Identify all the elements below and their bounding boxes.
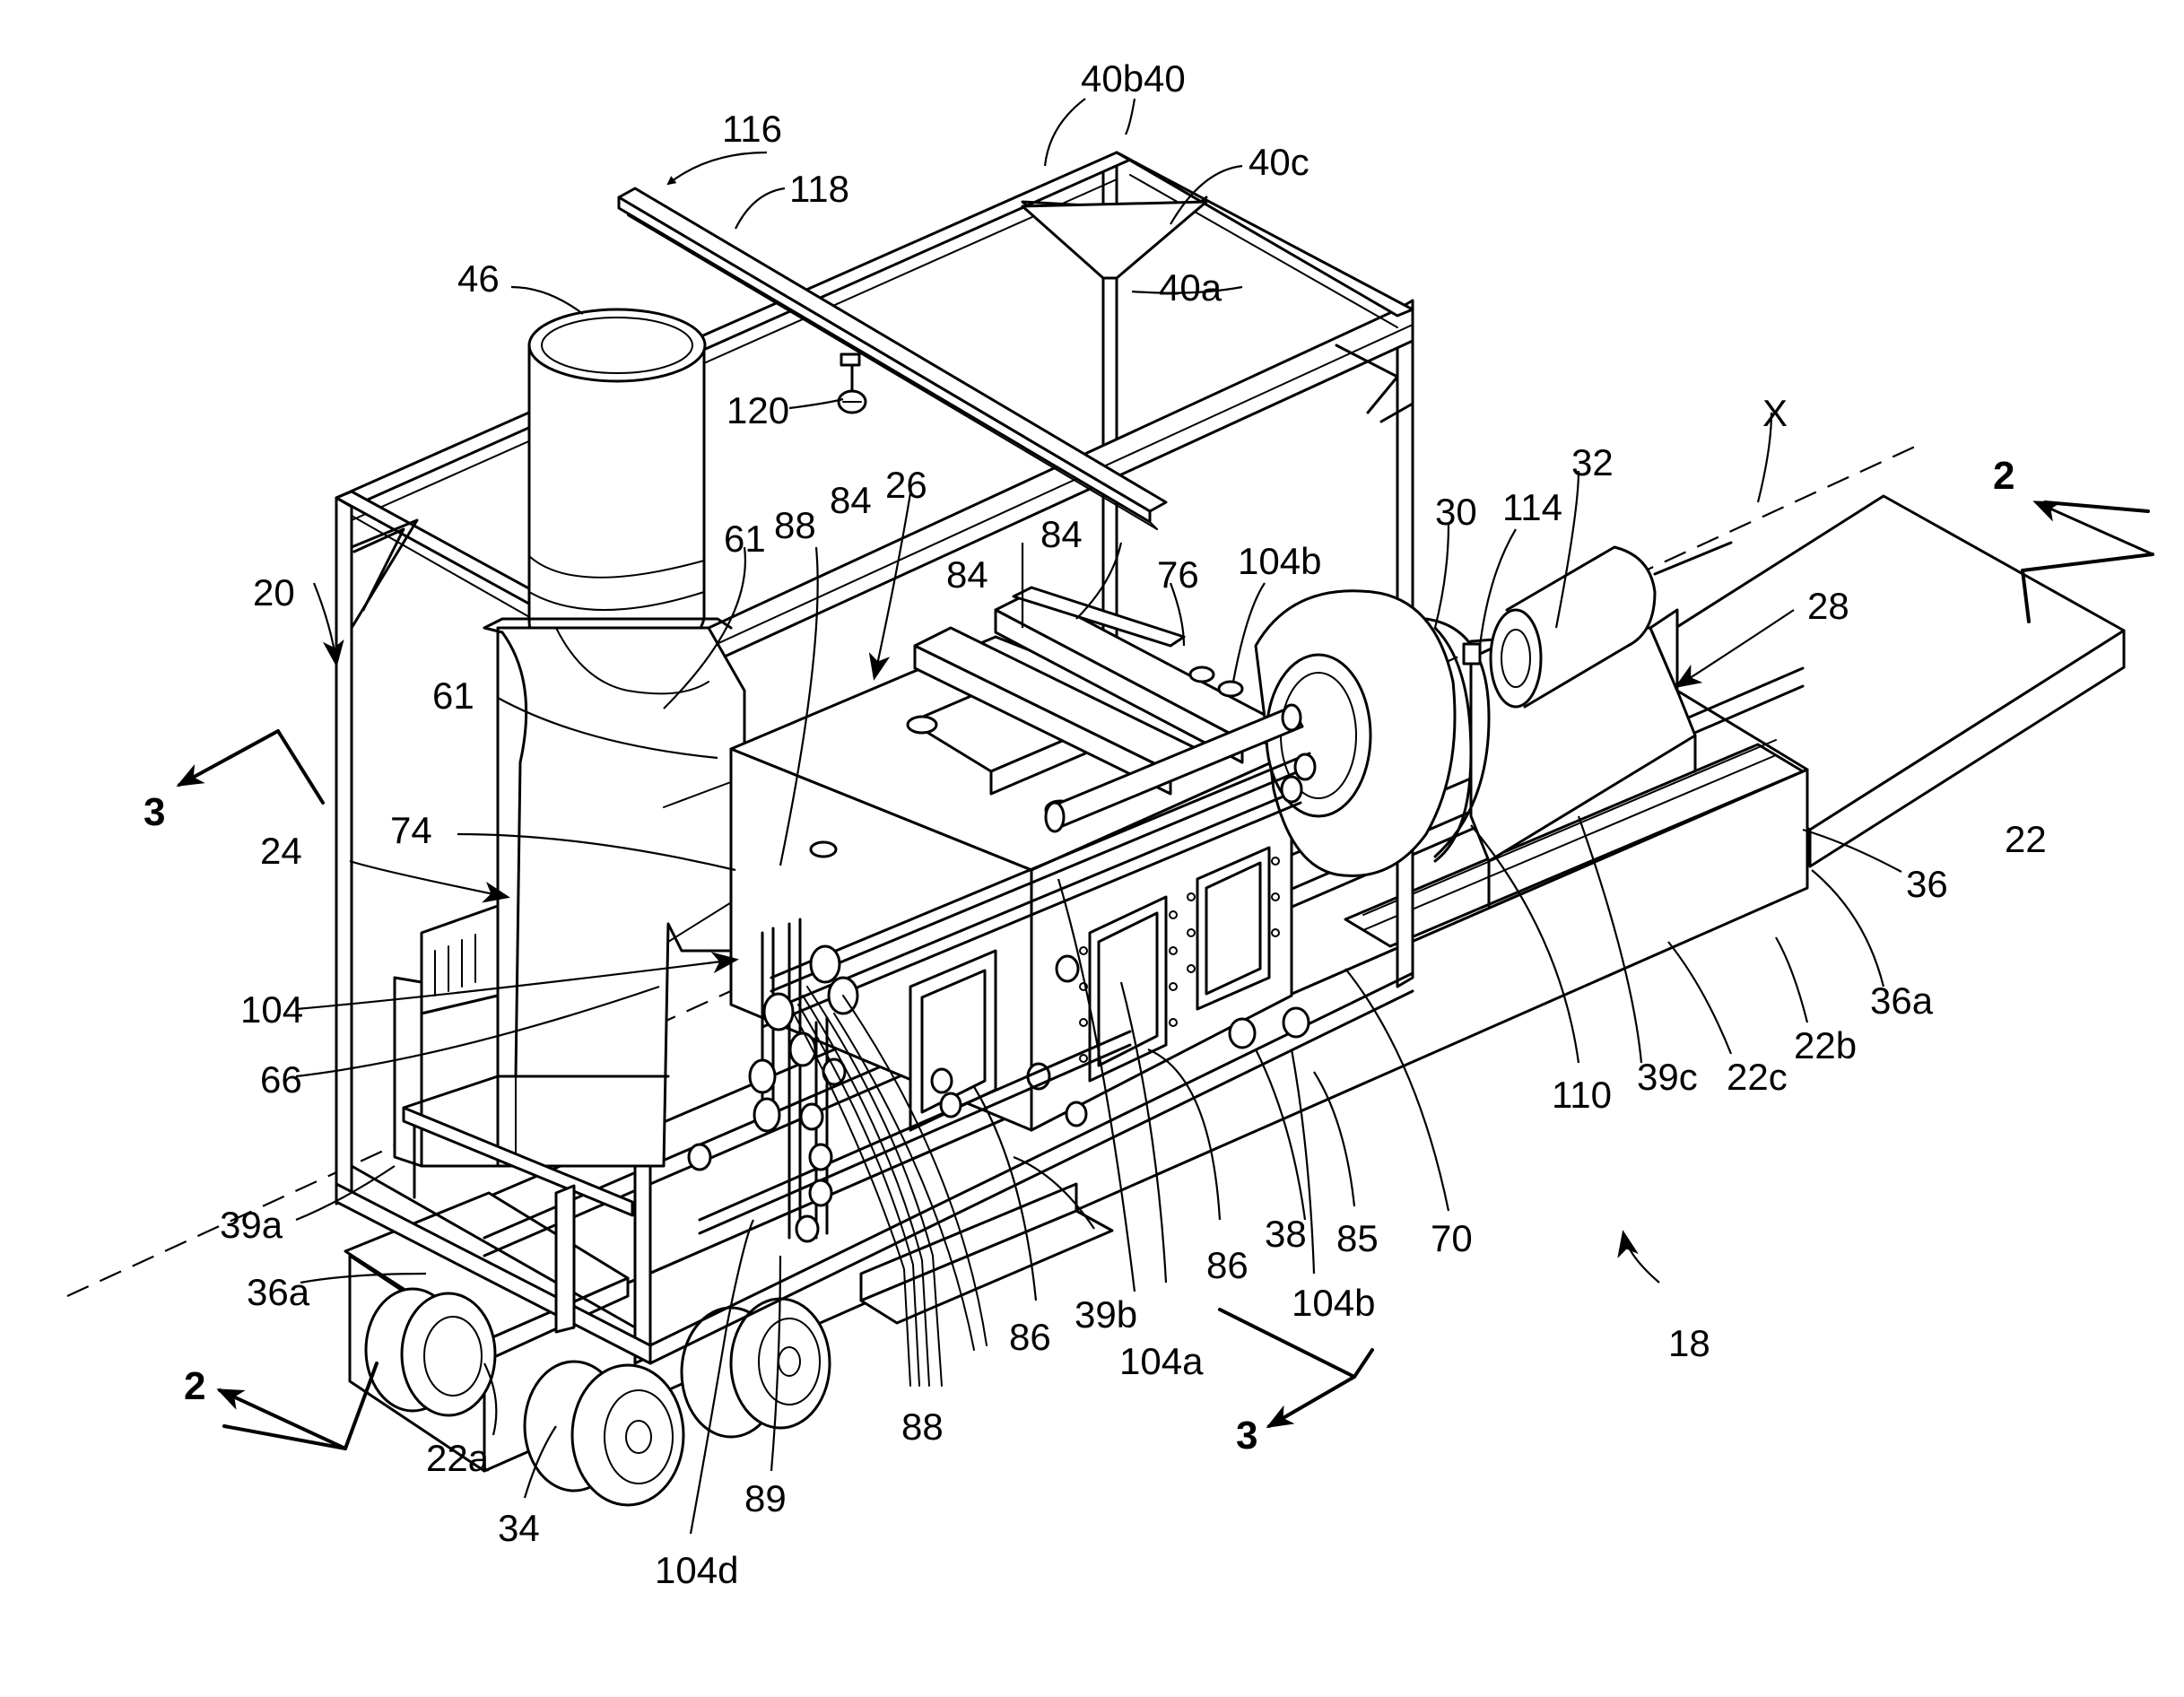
label-2-right: 2 (1993, 454, 2014, 498)
label-26: 26 (885, 464, 927, 506)
label-88-top: 88 (774, 504, 816, 546)
label-22c: 22c (1727, 1056, 1788, 1098)
label-116: 116 (722, 108, 782, 150)
label-104: 104 (240, 988, 303, 1031)
label-2-left: 2 (184, 1364, 205, 1408)
trolley (839, 354, 866, 413)
label-18: 18 (1668, 1322, 1710, 1364)
label-36a-left: 36a (247, 1271, 310, 1313)
label-118: 118 (789, 168, 849, 210)
wheel-front-left (366, 1289, 495, 1415)
label-76: 76 (1157, 553, 1199, 596)
combustor-housing (484, 619, 744, 1166)
label-61-a: 61 (724, 518, 766, 560)
label-36a-right: 36a (1870, 979, 1934, 1022)
label-74: 74 (390, 809, 432, 851)
label-86-a: 86 (1206, 1244, 1249, 1286)
label-84-b: 84 (1040, 513, 1083, 555)
label-39c: 39c (1637, 1056, 1698, 1098)
label-20: 20 (253, 571, 295, 614)
label-104d: 104d (655, 1549, 738, 1591)
label-46: 46 (457, 257, 500, 300)
label-34: 34 (498, 1507, 540, 1549)
label-32: 32 (1571, 441, 1614, 483)
label-120: 120 (727, 389, 789, 431)
wheel-front-right (525, 1362, 683, 1505)
label-22-right: 22 (2005, 818, 2047, 860)
label-38: 38 (1265, 1213, 1307, 1255)
label-30: 30 (1435, 491, 1477, 533)
label-61-b: 61 (432, 674, 474, 717)
label-40c: 40c (1249, 141, 1310, 183)
label-66: 66 (260, 1058, 302, 1101)
label-39b: 39b (1075, 1293, 1137, 1336)
label-88-bottom: 88 (901, 1405, 944, 1448)
label-104b-bottom: 104b (1292, 1282, 1375, 1324)
label-22a: 22a (426, 1437, 490, 1479)
label-X: X (1762, 392, 1788, 434)
exhaust-stack (529, 309, 705, 664)
label-3-left: 3 (144, 790, 165, 834)
label-39a: 39a (220, 1204, 283, 1246)
label-3-bottom: 3 (1236, 1414, 1257, 1458)
label-40: 40 (1144, 57, 1186, 100)
label-84-a: 84 (830, 479, 872, 521)
label-28: 28 (1807, 585, 1849, 627)
label-104b-top: 104b (1238, 540, 1321, 582)
label-40b: 40b (1081, 57, 1144, 100)
label-36: 36 (1906, 863, 1948, 905)
label-84-c: 84 (946, 553, 988, 596)
label-70: 70 (1431, 1217, 1473, 1259)
label-40a: 40a (1159, 266, 1223, 309)
label-22b: 22b (1794, 1024, 1857, 1066)
label-85: 85 (1336, 1217, 1379, 1259)
label-86-b: 86 (1009, 1316, 1051, 1358)
label-24: 24 (260, 830, 302, 872)
label-110: 110 (1552, 1074, 1612, 1116)
label-104a: 104a (1119, 1340, 1204, 1382)
label-89: 89 (744, 1477, 787, 1519)
label-114: 114 (1502, 486, 1562, 528)
